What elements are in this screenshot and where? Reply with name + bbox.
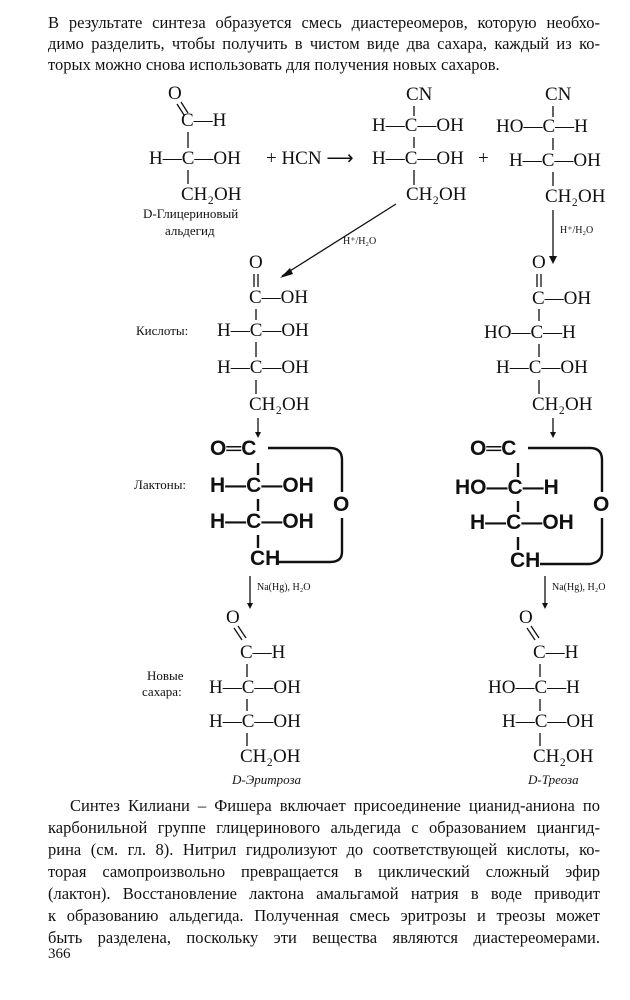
row-label-sugars: Новые (147, 668, 184, 683)
text-line: быть разделена, поскольку эти вещества я… (48, 928, 600, 947)
ring-oxygen: O (593, 493, 610, 516)
formula-row: CH₂OH (545, 186, 606, 207)
row-label-sugars: сахара: (142, 684, 182, 699)
row-label-acids: Кислоты: (136, 323, 189, 338)
formula-row: CN (545, 84, 572, 105)
text-line: димо разделить, чтобы получить в чистом … (48, 34, 600, 53)
formula-row: HO—C—H (455, 476, 559, 499)
formula-row: CH₂OH (532, 394, 593, 415)
condition-label: Na(Hg), H₂O (552, 582, 606, 593)
atom-o: O (532, 252, 546, 273)
formula-row: H—C—OH (509, 150, 601, 171)
formula-row: C—OH (249, 287, 309, 308)
formula-row: CH₂OH (181, 184, 242, 205)
compound-name: D-Треоза (528, 772, 579, 787)
formula-row: H—C—OH (209, 677, 301, 698)
page-number: 366 (48, 946, 71, 962)
formula-row: C—H (533, 642, 579, 663)
formula-row: H—C—OH (210, 510, 314, 533)
text-line: В результате синтеза образуется смесь ди… (48, 13, 600, 32)
text-line: рина (см. гл. 8). Нитрил гидролизуют до … (48, 840, 600, 859)
plus-sign: + (478, 148, 489, 169)
atom-o: O (249, 252, 263, 273)
condition-label: H⁺/H₂O (560, 225, 594, 236)
formula-row: HO—C—H (484, 322, 576, 343)
reagent-hcn: + HCN ⟶ (266, 148, 354, 169)
formula-row: H—C—OH (209, 711, 301, 732)
text-line: Синтез Килиани – Фишера включает присоед… (70, 796, 600, 815)
text-line: (лактон). Восстановление лактона амальга… (48, 884, 600, 903)
atom-o: O (168, 83, 182, 104)
formula-row: C—OH (532, 288, 592, 309)
formula-row: O═C (470, 437, 517, 460)
text-line: к образованию альдегида. Полученная смес… (48, 906, 600, 925)
row-label-lactones: Лактоны: (134, 477, 187, 492)
formula-row: C—H (240, 642, 286, 663)
formula-row: H—C—OH (502, 711, 594, 732)
formula-row: H—C—OH (210, 474, 314, 497)
atom-o: O (519, 607, 533, 628)
formula-row: CH₂OH (240, 746, 301, 767)
formula-row: H—C—OH (217, 357, 309, 378)
formula-row: H—C—OH (217, 320, 309, 341)
formula-row: CH₂OH (249, 394, 310, 415)
text-line: торая самопроизвольно превращается в цик… (48, 862, 600, 881)
formula-row: CH₂OH (406, 184, 467, 205)
formula-row: HO—C—H (488, 677, 580, 698)
condition-label: Na(Hg), H₂O (257, 582, 311, 593)
formula-row: CH (250, 547, 281, 570)
formula-row: C—H (181, 110, 227, 131)
formula-row: CH (510, 549, 541, 572)
formula-row: H—C—OH (372, 148, 464, 169)
condition-label: H⁺/H₂O (343, 236, 377, 247)
atom-o: O (226, 607, 240, 628)
compound-name: D-Глицериновый (143, 206, 239, 221)
formula-row: CN (406, 84, 433, 105)
formula-row: H—C—OH (149, 148, 241, 169)
formula-row: H—C—OH (496, 357, 588, 378)
ring-oxygen: O (333, 493, 350, 516)
text-line: карбонильной группе глицеринового альдег… (48, 818, 600, 837)
formula-row: HO—C—H (496, 116, 588, 137)
formula-row: H—C—OH (470, 511, 574, 534)
compound-name: D-Эритроза (232, 772, 302, 787)
formula-row: O═C (210, 437, 257, 460)
text-line: торых можно снова использовать для получ… (48, 55, 500, 74)
formula-row: H—C—OH (372, 115, 464, 136)
compound-name: альдегид (165, 223, 215, 238)
formula-row: CH₂OH (533, 746, 594, 767)
